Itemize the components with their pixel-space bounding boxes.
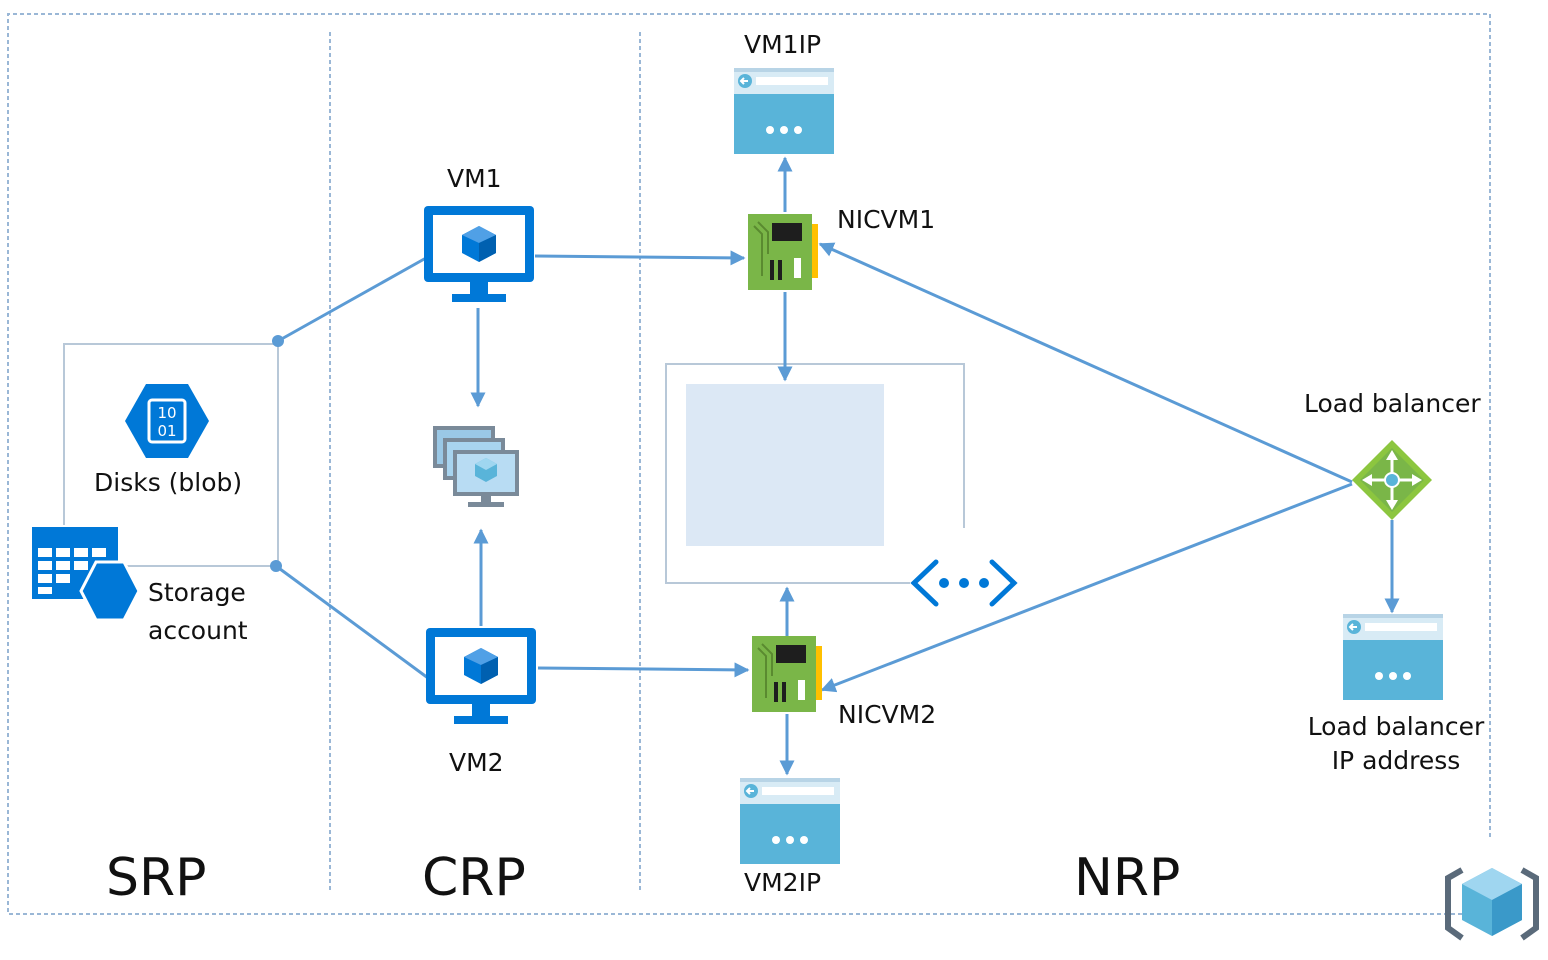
- connector-storage-vm1: [277, 256, 427, 343]
- disks-label: Disks (blob): [94, 468, 243, 497]
- connector-lb-nicvm1: [818, 242, 1353, 484]
- connector-storage-vm2: [275, 564, 429, 680]
- vm1ip-icon: [733, 67, 835, 155]
- vnet-box: [665, 363, 965, 584]
- virtual-network-dots: [939, 578, 989, 588]
- vm2-label: VM2: [449, 748, 504, 777]
- disk-icon-bits-1: 10: [157, 404, 176, 422]
- lb-ip-label-line1: Load balancer: [1307, 712, 1485, 741]
- nicvm2-icon: [751, 635, 823, 713]
- nicvm2-label: NICVM2: [838, 700, 937, 729]
- disk-blob-icon: 10 01: [125, 384, 209, 458]
- vm2-icon: [426, 628, 536, 724]
- virtual-network-icon: [910, 559, 1018, 607]
- section-label-crp: CRP: [422, 848, 526, 908]
- lb-ip-label-line2: IP address: [1331, 746, 1461, 775]
- disk-icon-bits-2: 01: [157, 422, 176, 440]
- load-balancer-icon: [1352, 440, 1432, 520]
- vm2ip-icon: [739, 777, 841, 865]
- nicvm1-label: NICVM1: [837, 205, 936, 234]
- availability-set-icon: [433, 426, 519, 507]
- subnet: [686, 384, 884, 546]
- azure-cube-logo-icon: [1445, 867, 1539, 941]
- vm1ip-label: VM1IP: [744, 30, 822, 59]
- storage-account-label-line2: account: [148, 616, 248, 645]
- lb-ip-icon: [1342, 613, 1444, 701]
- vm1-icon: [424, 206, 534, 302]
- connector-vm2-nicvm2: [537, 662, 750, 678]
- section-label-nrp: NRP: [1074, 848, 1181, 908]
- vm1-label: VM1: [447, 164, 502, 193]
- storage-account-icon: [32, 527, 141, 622]
- section-label-srp: SRP: [106, 848, 207, 908]
- outer-boundary: [7, 13, 1491, 915]
- connector-vm1-nicvm1: [534, 250, 746, 266]
- load-balancer-label: Load balancer: [1304, 389, 1481, 418]
- junction-dot-bottom: [270, 560, 282, 572]
- nicvm1-icon: [747, 213, 819, 291]
- junction-dot-top: [272, 335, 284, 347]
- storage-account-label-line1: Storage: [148, 578, 246, 607]
- connector-lb-nicvm2: [820, 482, 1353, 693]
- vm2ip-label: VM2IP: [744, 868, 822, 897]
